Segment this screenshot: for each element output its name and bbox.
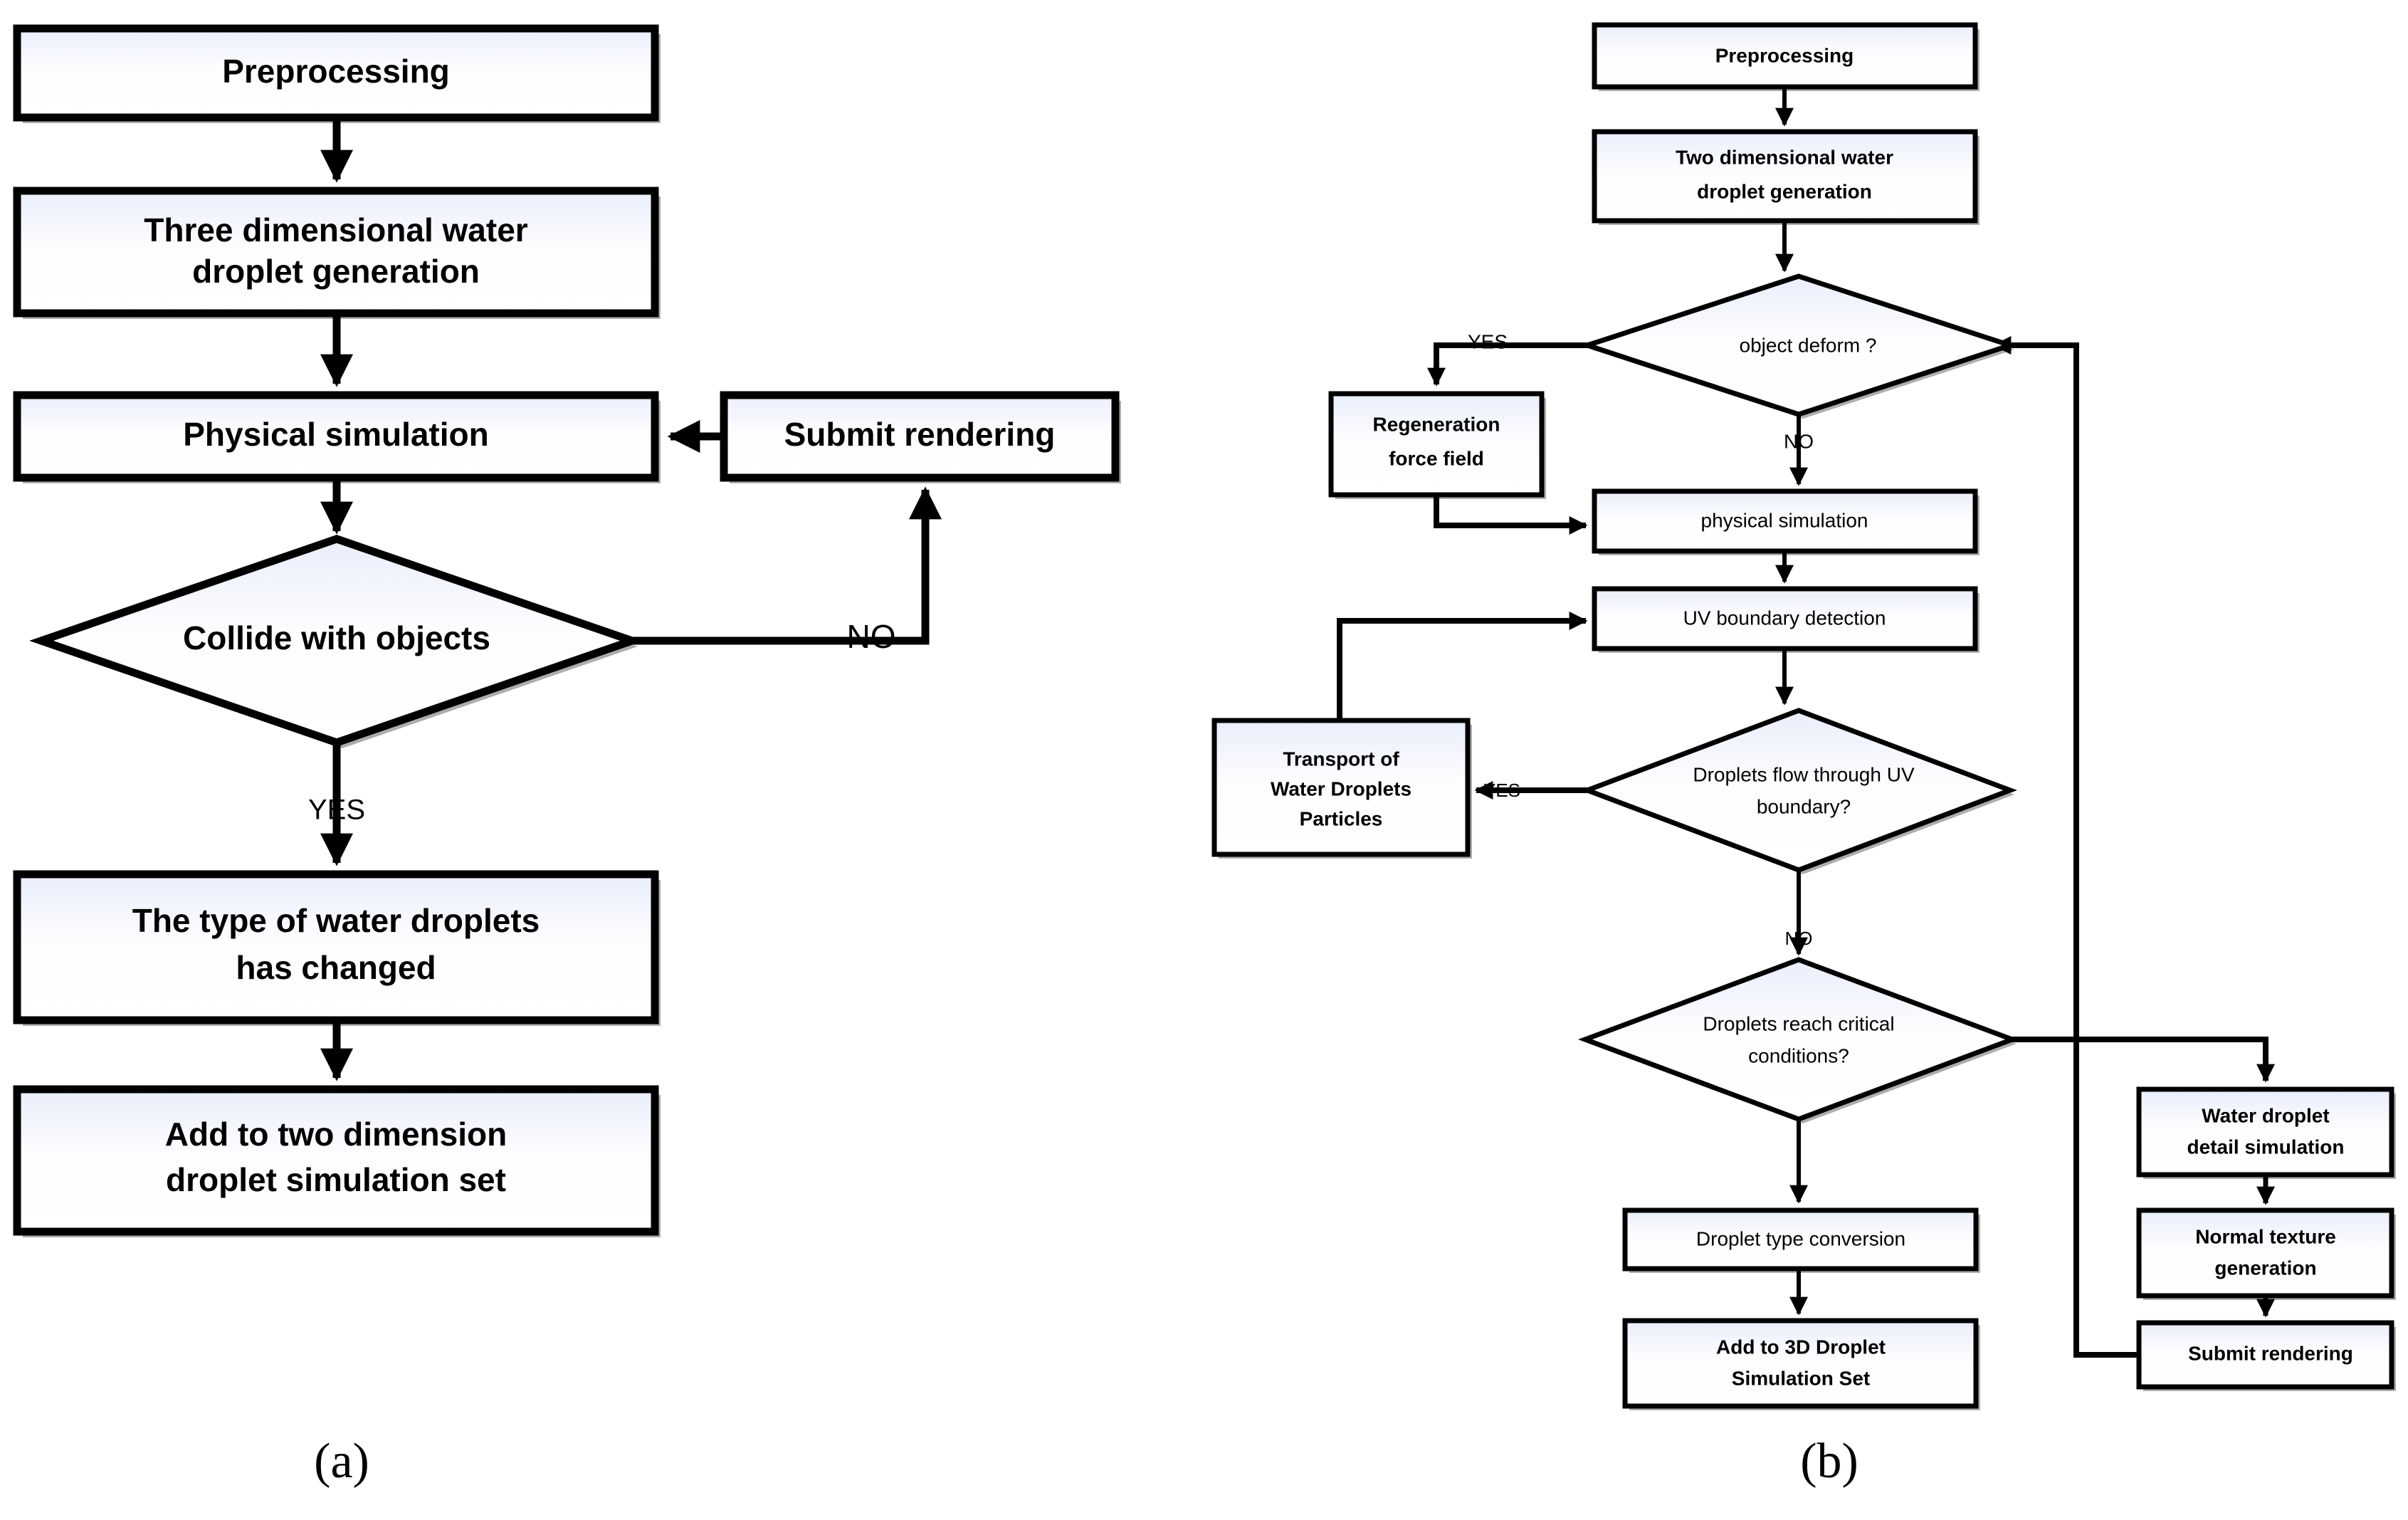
node-b-submit-rendering[interactable]: Submit rendering [2136, 1320, 2396, 1391]
node-b-normal-texture-line-1: generation [2214, 1257, 2316, 1279]
node-b-submit-rendering-line-0: Submit rendering [2188, 1342, 2353, 1364]
figure-captions: (a) (b) [314, 1434, 1858, 1489]
node-b-normal-texture[interactable]: Normal texture generation [2136, 1207, 2396, 1300]
node-b-preprocessing[interactable]: Preprocessing [1592, 22, 1979, 91]
node-a-3d-generation-line-0: Three dimensional water [144, 211, 527, 248]
node-b-water-detail-sim[interactable]: Water droplet detail simulation [2136, 1086, 2396, 1179]
node-b-regeneration-force-line-0: Regeneration [1373, 413, 1500, 435]
node-b-transport-particles-line-0: Transport of [1283, 748, 1399, 770]
node-a-add-2d-set[interactable]: Add to two dimension droplet simulation … [13, 1085, 661, 1237]
node-b-droplets-flow-line-0: Droplets flow through UV [1693, 763, 1915, 785]
node-b-physical-simulation-line-0: physical simulation [1701, 509, 1868, 531]
caption-b: (b) [1800, 1434, 1858, 1489]
panel-a-edge-labels: NO YES [308, 618, 896, 825]
edge-b-deform-yes-to-regeneration [1427, 342, 1587, 387]
node-b-normal-texture-line-0: Normal texture [2195, 1225, 2336, 1247]
node-b-droplet-conversion-line-0: Droplet type conversion [1696, 1227, 1905, 1249]
node-b-droplets-flow-line-1: boundary? [1757, 795, 1851, 817]
node-a-3d-generation[interactable]: Three dimensional water droplet generati… [13, 187, 661, 319]
node-b-2d-generation-line-1: droplet generation [1697, 180, 1872, 202]
panel-a-edges [320, 117, 942, 1081]
node-a-add-2d-set-line-0: Add to two dimension [165, 1116, 507, 1153]
node-b-critical-conditions[interactable]: Droplets reach critical conditions? [1577, 957, 2020, 1123]
node-a-physical-simulation[interactable]: Physical simulation [13, 391, 661, 483]
node-b-physical-simulation[interactable]: physical simulation [1592, 488, 1979, 555]
node-b-object-deform[interactable]: object deform ? [1579, 273, 2019, 419]
panel-b-edges [1337, 87, 2275, 1358]
node-b-add-3d-set-line-0: Add to 3D Droplet [1716, 1336, 1886, 1358]
node-b-2d-generation-line-0: Two dimensional water [1676, 146, 1893, 168]
node-b-add-3d-set-line-1: Simulation Set [1732, 1367, 1870, 1389]
edge-label-b-flow-no: NO [1785, 928, 1813, 949]
node-b-uv-boundary[interactable]: UV boundary detection [1592, 586, 1979, 653]
edge-a-collide-no-to-submit [632, 486, 942, 645]
edge-label-a-no: NO [847, 618, 896, 655]
node-b-transport-particles[interactable]: Transport of Water Droplets Particles [1211, 718, 1472, 859]
node-a-physical-simulation-line-0: Physical simulation [183, 416, 488, 453]
node-a-type-changed[interactable]: The type of water droplets has changed [13, 870, 661, 1026]
node-a-submit-rendering-line-0: Submit rendering [784, 416, 1056, 453]
edge-label-b-deform-yes: YES [1468, 330, 1508, 352]
node-b-regeneration-force-line-1: force field [1389, 447, 1484, 469]
node-b-droplets-flow[interactable]: Droplets flow through UV boundary? [1580, 708, 2017, 874]
edge-b-critical-to-waterdetail [2012, 1037, 2275, 1083]
node-b-add-3d-set[interactable]: Add to 3D Droplet Simulation Set [1622, 1318, 1980, 1410]
caption-a: (a) [314, 1434, 369, 1489]
node-a-type-changed-line-1: has changed [236, 949, 436, 986]
edge-b-transport-to-uv [1337, 612, 1588, 720]
node-b-transport-particles-line-2: Particles [1300, 807, 1383, 829]
node-b-uv-boundary-line-0: UV boundary detection [1683, 607, 1886, 629]
node-a-add-2d-set-line-1: droplet simulation set [166, 1161, 506, 1198]
edge-label-b-flow-yes: YES [1483, 780, 1520, 801]
node-a-type-changed-line-0: The type of water droplets [132, 902, 540, 939]
node-a-collide-decision[interactable]: Collide with objects [29, 535, 644, 748]
node-b-critical-conditions-line-1: conditions? [1748, 1044, 1849, 1066]
node-b-object-deform-line-0: object deform ? [1740, 334, 1877, 356]
node-b-water-detail-sim-line-0: Water droplet [2202, 1104, 2329, 1126]
node-a-submit-rendering[interactable]: Submit rendering [720, 391, 1121, 483]
edge-label-a-yes: YES [308, 795, 365, 826]
node-b-droplet-conversion[interactable]: Droplet type conversion [1622, 1207, 1980, 1273]
panel-b-edge-labels: YES NO YES NO [1468, 330, 1814, 948]
node-a-3d-generation-line-1: droplet generation [192, 253, 480, 290]
node-b-regeneration-force[interactable]: Regeneration force field [1328, 391, 1546, 499]
edge-label-b-deform-no: NO [1784, 430, 1814, 452]
node-b-2d-generation[interactable]: Two dimensional water droplet generation [1592, 129, 1979, 225]
node-a-collide-decision-line-0: Collide with objects [183, 619, 490, 656]
node-b-transport-particles-line-1: Water Droplets [1271, 777, 1411, 800]
edge-b-submit-to-deform-feedback [1992, 336, 2139, 1358]
node-b-preprocessing-line-0: Preprocessing [1715, 44, 1854, 66]
edge-b-regeneration-to-physical [1434, 495, 1588, 535]
node-a-preprocessing-line-0: Preprocessing [222, 53, 450, 90]
panel-b-nodes: Preprocessing Two dimensional water drop… [1211, 22, 2396, 1410]
node-a-preprocessing[interactable]: Preprocessing [13, 24, 661, 123]
node-b-critical-conditions-line-0: Droplets reach critical [1703, 1012, 1894, 1034]
panel-a-nodes: Preprocessing Three dimensional water dr… [13, 24, 1121, 1237]
node-b-water-detail-sim-line-1: detail simulation [2187, 1136, 2345, 1158]
